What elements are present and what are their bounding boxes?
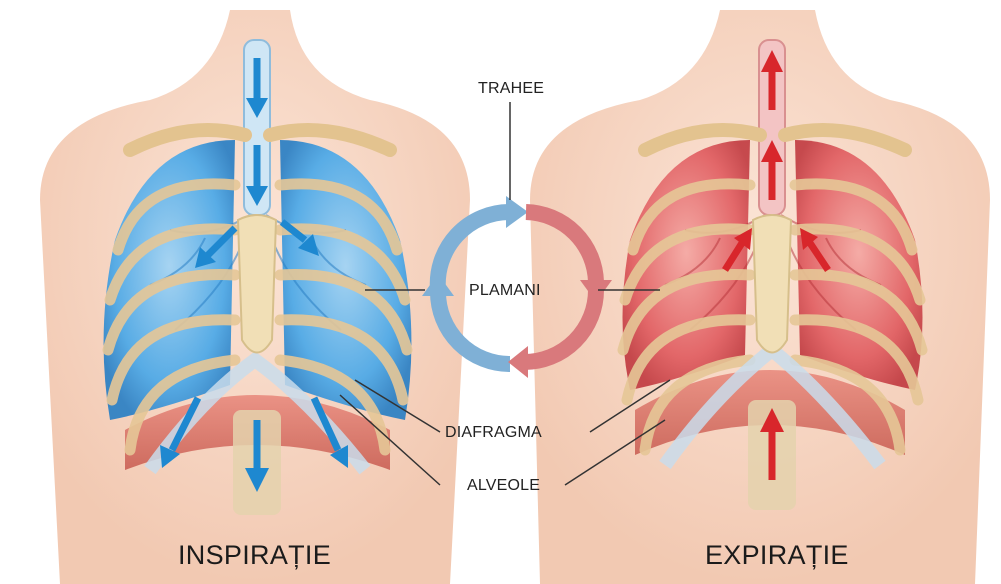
exhale-sternum (753, 215, 791, 353)
label-diaphragm: DIAFRAGMA (445, 424, 542, 442)
label-trachea: TRAHEE (478, 80, 544, 98)
caption-exhale: EXPIRAȚIE (705, 540, 849, 571)
inhale-torso (40, 10, 470, 584)
label-lungs: PLAMANI (469, 282, 541, 300)
inhale-sternum (238, 215, 276, 353)
label-alveoli: ALVEOLE (467, 477, 540, 495)
caption-inhale: INSPIRAȚIE (178, 540, 331, 571)
